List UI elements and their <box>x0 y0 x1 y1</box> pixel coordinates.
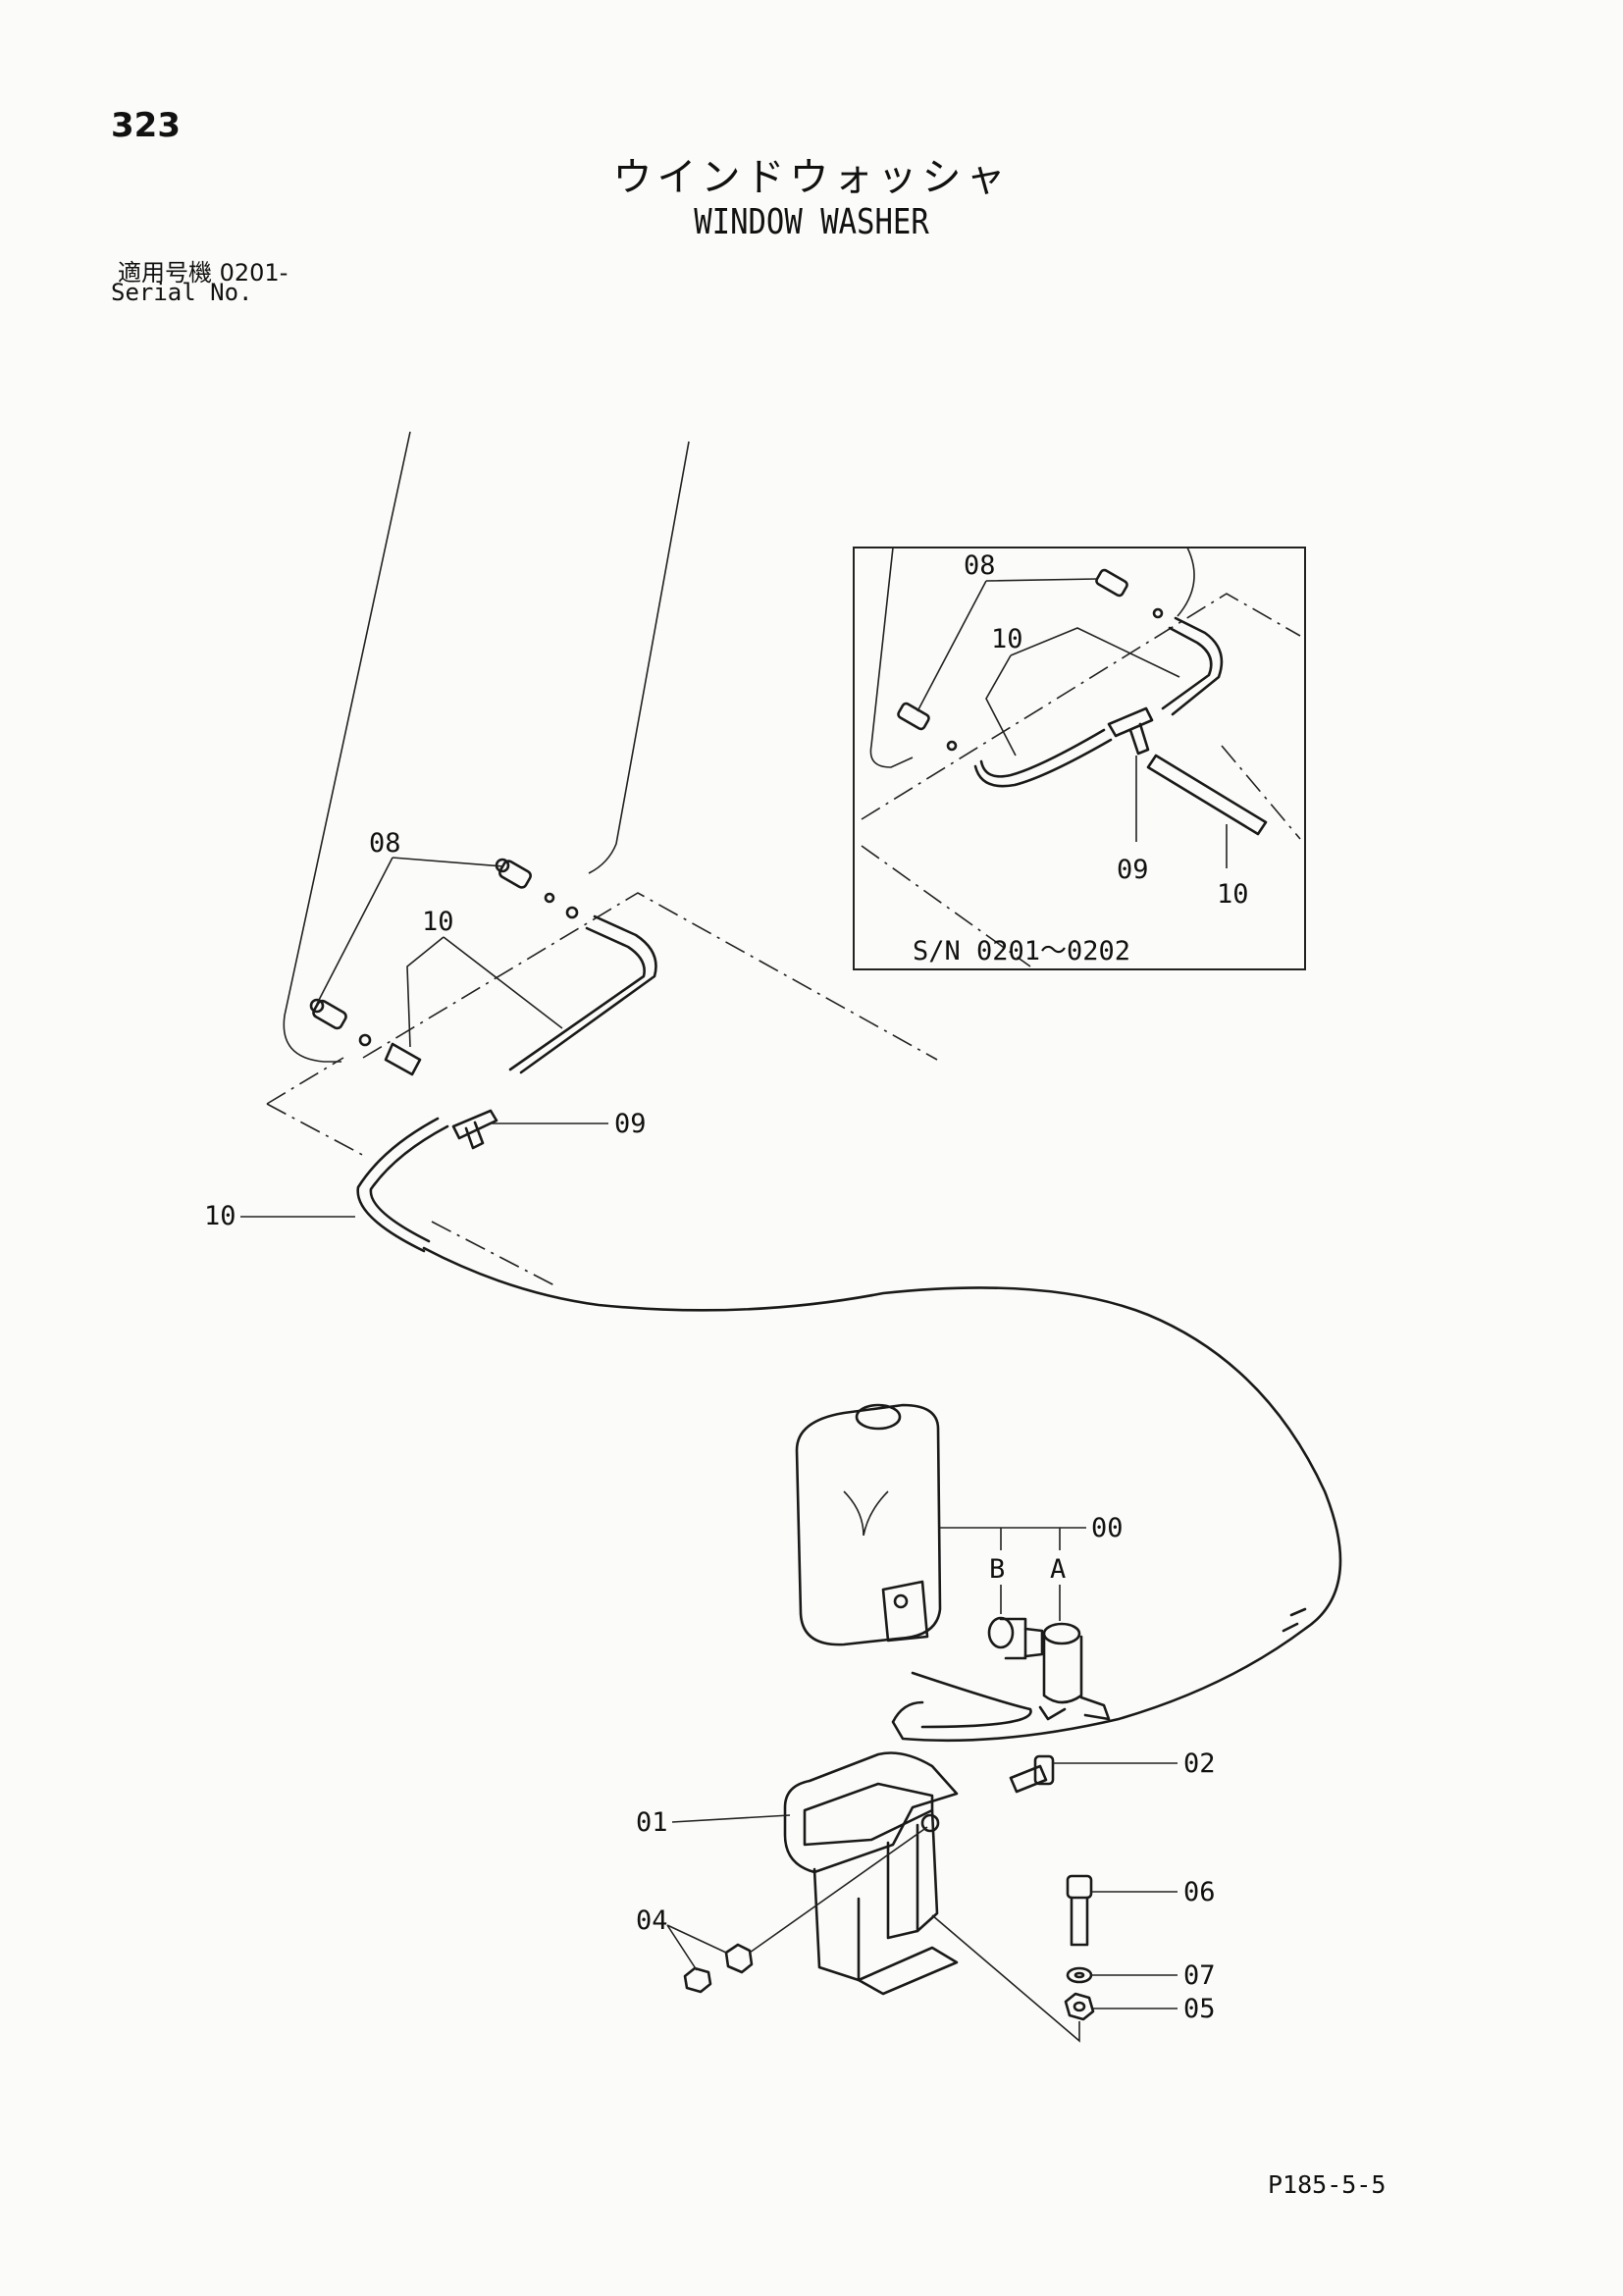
nozzle-lower <box>309 998 372 1047</box>
hose-main-upper <box>508 914 657 1074</box>
windshield-outline <box>283 431 411 1063</box>
callout-group-bracket: 02 01 06 04 07 05 <box>636 1748 1216 2043</box>
tank-bracket <box>783 1751 959 1996</box>
inset-serial-0201-0202: 08 10 09 10 S/N 0201～0202 <box>853 547 1306 970</box>
page-code: P185-5-5 <box>1268 2170 1387 2199</box>
windshield-right-edge <box>588 441 690 874</box>
hose-main-short <box>384 1042 422 1076</box>
supply-hose-end <box>1282 1607 1307 1633</box>
callout-02: 02 <box>1183 1748 1216 1779</box>
callout-10-inset-b: 10 <box>1217 879 1249 910</box>
title-japanese: ウインドウォッシャ <box>612 155 1011 200</box>
callout-group-tank: 00 B A <box>940 1513 1124 1621</box>
callout-10-inset-a: 10 <box>991 624 1023 654</box>
hose-main-loop <box>356 1117 449 1253</box>
callout-10-hose: 10 <box>204 1201 236 1231</box>
inset-caption: S/N 0201～0202 <box>913 936 1130 966</box>
serial-label-english: Serial No. <box>111 279 253 306</box>
nut-05 <box>1064 1992 1095 2021</box>
callout-06: 06 <box>1183 1877 1216 1907</box>
serial-label-japanese: 適用号機 0201- <box>118 259 288 287</box>
supply-hose <box>422 1246 1342 1743</box>
callout-07: 07 <box>1183 1960 1216 1991</box>
callout-a: A <box>1050 1554 1066 1585</box>
bolt-06 <box>1066 1874 1093 1947</box>
callout-08-inset: 08 <box>964 550 996 581</box>
page-number: 323 <box>111 106 181 145</box>
title-english: WINDOW WASHER <box>694 202 929 242</box>
callout-00: 00 <box>1091 1513 1124 1543</box>
callout-09-main: 09 <box>614 1109 647 1139</box>
callout-08-main: 08 <box>369 828 401 859</box>
tank-fitting-b <box>987 1616 1044 1660</box>
nozzle-upper <box>495 858 579 919</box>
washer-tank <box>795 1403 942 1646</box>
callout-group-main: 08 10 09 10 <box>204 828 647 1231</box>
callout-04: 04 <box>636 1905 668 1936</box>
callout-01: 01 <box>636 1807 668 1838</box>
pump-hose <box>911 1671 1032 1729</box>
callout-05: 05 <box>1183 1994 1216 2024</box>
callout-09-inset: 09 <box>1117 855 1149 885</box>
t-joint-main <box>451 1109 498 1150</box>
pump-a <box>1038 1622 1111 1721</box>
reference-lines <box>266 892 938 1286</box>
callout-10-main: 10 <box>422 907 454 937</box>
washer-07 <box>1066 1966 1093 1984</box>
callout-b: B <box>989 1554 1005 1585</box>
bolt-02 <box>1009 1754 1055 1794</box>
